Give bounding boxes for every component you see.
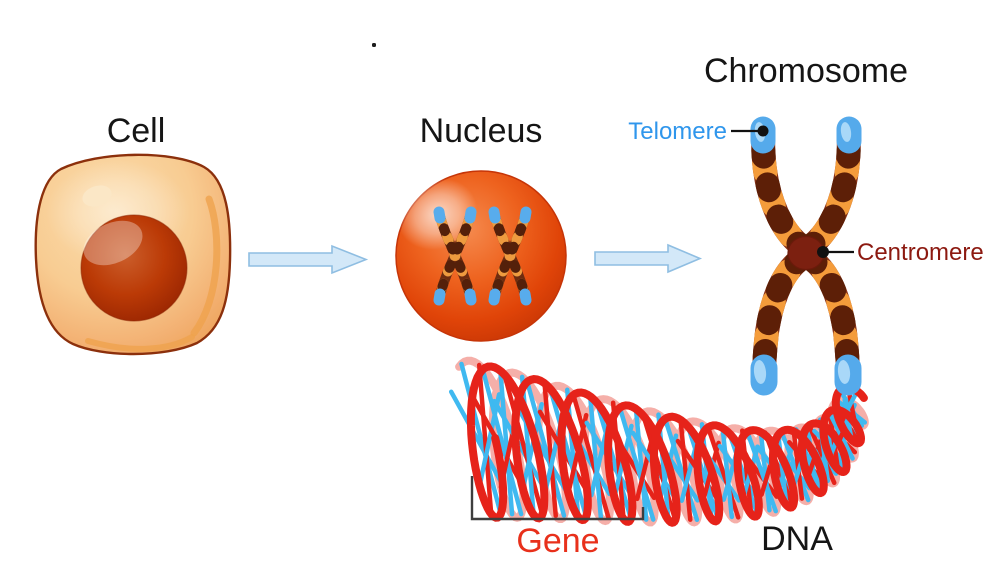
cell-nucleus-sheen: [83, 220, 143, 266]
dna-helix: [448, 356, 869, 527]
cell-label: Cell: [106, 112, 166, 150]
cell-shading-bottom: [85, 334, 195, 352]
nucleus-illustration: [395, 170, 567, 342]
gene-label: Gene: [516, 522, 600, 560]
telomere-pointer-dot: [757, 125, 769, 137]
centromere-label: Centromere: [857, 239, 984, 266]
gene-bracket: [470, 476, 645, 521]
cell-shading-right: [190, 195, 221, 337]
chromosome-illustration: [750, 116, 862, 396]
telomere-caps: [750, 116, 862, 396]
arrow-right-icon: [248, 244, 369, 275]
pointer-centromere: [817, 246, 854, 258]
mini-chromosome-right: [488, 206, 532, 306]
cell-illustration: [34, 153, 232, 356]
nucleus-label: Nucleus: [419, 112, 543, 150]
pointer-telomere: [731, 125, 769, 137]
cell-nucleus: [80, 214, 188, 322]
arrow-right-icon: [594, 243, 703, 274]
centromere-pointer-dot: [817, 246, 829, 258]
telomere-label: Telomere: [628, 118, 727, 145]
chromosome-label: Chromosome: [703, 52, 909, 90]
mini-chromosome-left: [433, 206, 477, 306]
stray-dot: [372, 43, 376, 47]
cell-highlight: [82, 185, 112, 207]
dna-label: DNA: [761, 520, 833, 558]
